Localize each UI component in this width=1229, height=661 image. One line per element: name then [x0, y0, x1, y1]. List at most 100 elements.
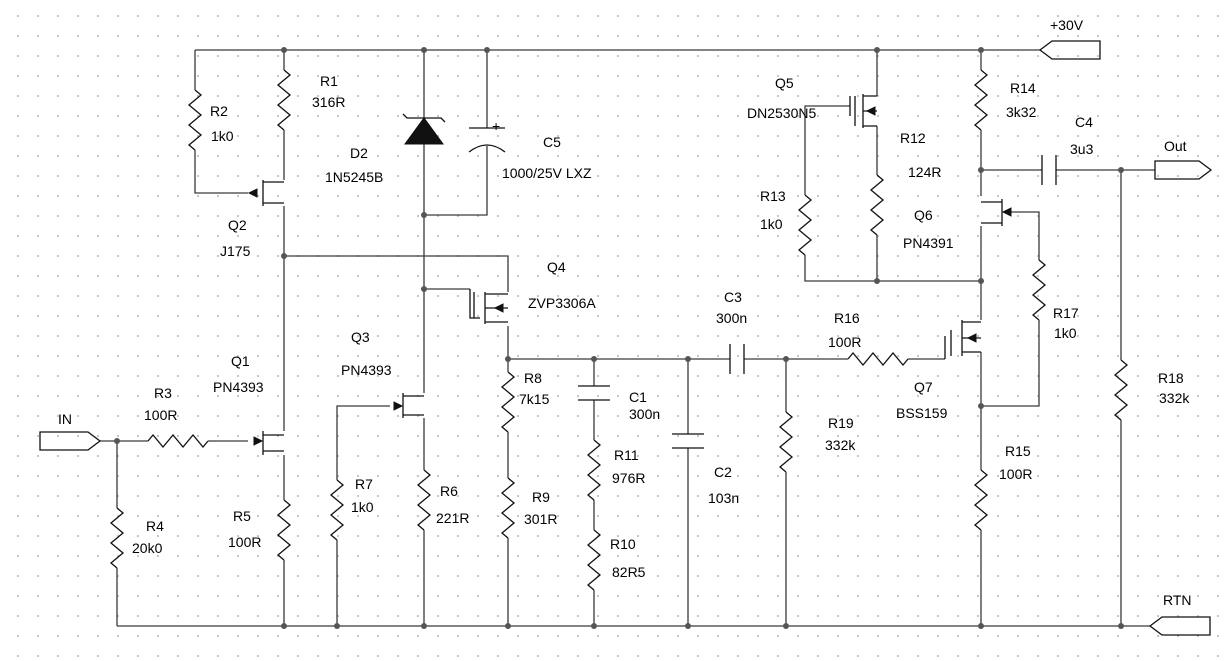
r12-ref: R12: [900, 130, 926, 146]
resistor-r13: [797, 194, 813, 256]
capacitor-c5: [468, 127, 506, 153]
r3-ref: R3: [154, 385, 172, 401]
port-output: Out: [1154, 138, 1213, 180]
c5-polarity-mark: +: [492, 118, 500, 134]
r8-value: 7k15: [519, 391, 550, 407]
resistor-r2: [187, 89, 203, 151]
resistor-r1: [276, 69, 292, 131]
wire-c5: [424, 50, 488, 216]
resistor-r16: [847, 351, 909, 367]
q4-value: ZVP3306A: [528, 295, 596, 311]
r5-ref: R5: [233, 508, 251, 524]
c4-value: 3u3: [1070, 141, 1094, 157]
resistor-r14: [973, 69, 989, 131]
q6-value: PN4391: [903, 235, 954, 251]
r2-value: 1k0: [211, 128, 234, 144]
resistor-r7: [329, 479, 345, 541]
q5-ref: Q5: [775, 75, 794, 91]
r16-value: 100R: [828, 334, 861, 350]
r4-ref: R4: [146, 518, 164, 534]
r4-value: 20k0: [132, 540, 163, 556]
resistor-r5: [276, 499, 292, 561]
mosfet-q4: [469, 289, 508, 324]
resistor-r4: [109, 507, 125, 569]
capacitors: +: [468, 118, 1057, 449]
r11-value: 976R: [612, 470, 645, 486]
r6-ref: R6: [440, 483, 458, 499]
r14-value: 3k32: [1006, 104, 1037, 120]
port-input-label: IN: [58, 411, 72, 427]
port-output-label: Out: [1164, 138, 1187, 154]
r13-ref: R13: [760, 188, 786, 204]
jfet-q1: [253, 431, 284, 455]
resistors: [109, 69, 1129, 591]
port-return: RTN: [1148, 592, 1211, 636]
r15-ref: R15: [1005, 443, 1031, 459]
q1-ref: Q1: [231, 353, 250, 369]
q1-value: PN4393: [213, 379, 264, 395]
c5-ref: C5: [543, 134, 561, 150]
resistor-r15: [973, 469, 989, 531]
wire-q4-drain: [507, 326, 730, 360]
port-return-label: RTN: [1163, 592, 1192, 608]
q5-value: DN2530N5: [747, 105, 816, 121]
c1-ref: C1: [629, 389, 647, 405]
resistor-r17: [1031, 259, 1047, 321]
r9-ref: R9: [532, 489, 550, 505]
r15-value: 100R: [999, 466, 1032, 482]
labels: R1 316R R2 1k0 Q2 J175 Q1 PN4393 R3 100R…: [132, 73, 1190, 580]
c3-ref: C3: [724, 289, 742, 305]
r5-value: 100R: [228, 534, 261, 550]
r19-ref: R19: [828, 415, 854, 431]
r7-ref: R7: [355, 476, 373, 492]
c3-value: 300n: [716, 310, 747, 326]
r7-value: 1k0: [351, 499, 374, 515]
q7-value: BSS159: [896, 405, 948, 421]
d2-value: 1N5245B: [325, 169, 383, 185]
wire-r7: [336, 405, 390, 626]
port-supply: +30V: [1038, 17, 1101, 60]
c4-ref: C4: [1075, 114, 1093, 130]
r12-value: 124R: [908, 164, 941, 180]
q3-value: PN4393: [341, 362, 392, 378]
r19-value: 332k: [825, 437, 856, 453]
jfet-q3: [393, 393, 424, 418]
r17-ref: R17: [1053, 305, 1079, 321]
mosfet-q7: [944, 320, 981, 359]
zener-diode-d2: [402, 113, 446, 145]
jfet-q6: [981, 199, 1012, 226]
r8-ref: R8: [524, 370, 542, 386]
r17-value: 1k0: [1054, 325, 1077, 341]
resistor-r8: [500, 371, 516, 433]
r1-value: 316R: [312, 94, 345, 110]
r9-value: 301R: [524, 511, 557, 527]
resistor-r11: [586, 439, 602, 501]
wire-q2-drain-q4gate: [284, 255, 509, 292]
q2-value: J175: [220, 243, 251, 259]
r10-ref: R10: [610, 536, 636, 552]
resistor-r12: [869, 174, 885, 236]
c2-ref: C2: [714, 464, 732, 480]
r14-ref: R14: [1010, 80, 1036, 96]
capacitor-c2: [672, 433, 704, 449]
q4-ref: Q4: [547, 259, 566, 275]
port-input: IN: [39, 411, 102, 451]
q3-ref: Q3: [351, 329, 370, 345]
capacitor-c1: [578, 385, 610, 401]
r11-ref: R11: [614, 447, 639, 463]
wire-q6-gate-r17: [981, 211, 1040, 407]
resistor-r6: [416, 469, 432, 531]
resistor-r9: [500, 477, 516, 539]
c2-value: 103n: [708, 490, 739, 506]
resistor-r10: [586, 529, 602, 591]
r13-value: 1k0: [760, 216, 783, 232]
r1-ref: R1: [320, 73, 338, 89]
resistor-r19: [778, 411, 794, 473]
mosfet-q5: [849, 94, 877, 128]
resistor-r18: [1113, 359, 1129, 421]
port-supply-label: +30V: [1050, 17, 1084, 33]
capacitor-c4: [1041, 155, 1057, 185]
c5-value: 1000/25V LXZ: [502, 165, 592, 181]
r3-value: 100R: [144, 407, 177, 423]
